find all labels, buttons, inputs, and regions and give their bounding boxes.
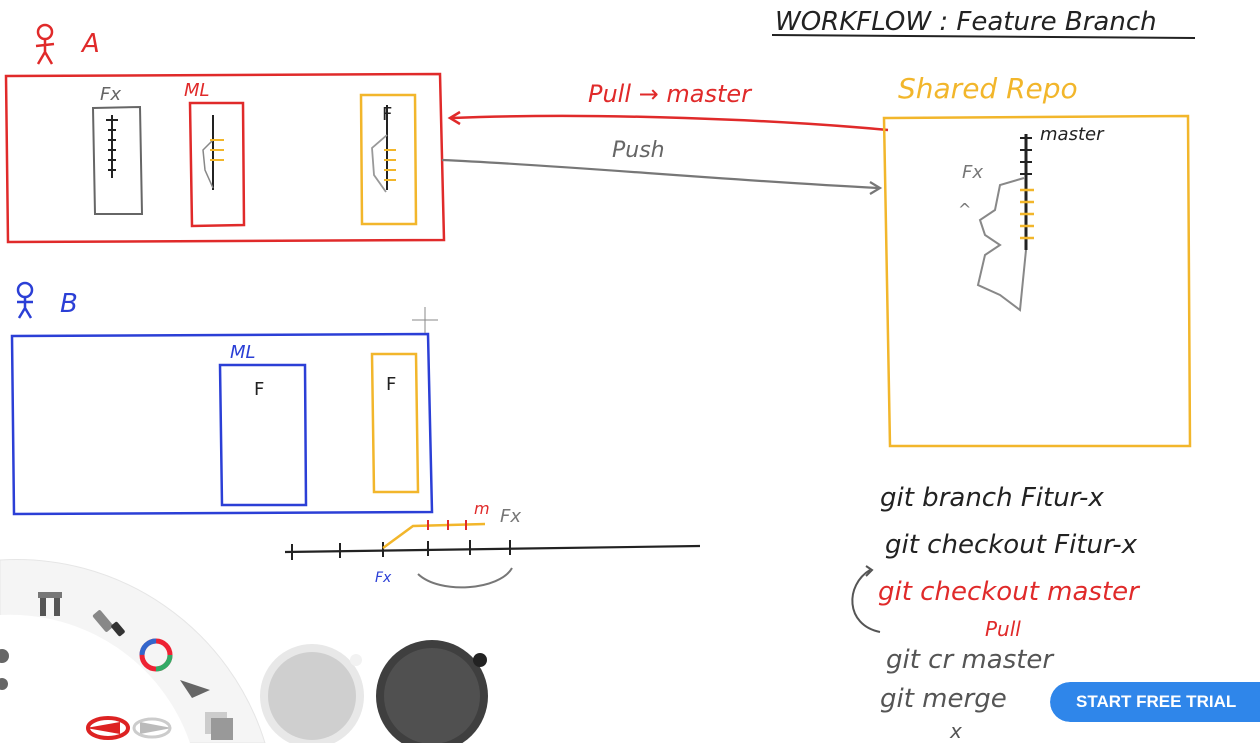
timeline-m-label: m xyxy=(474,499,490,518)
timeline-feature-ticks xyxy=(427,520,467,530)
ml-repo-box-b xyxy=(218,363,308,507)
user-b-workspace xyxy=(10,332,434,516)
ml-repo-box-a xyxy=(188,101,246,228)
command-6: git merge xyxy=(880,684,1007,714)
undo-icon[interactable] xyxy=(86,716,130,740)
command-bracket xyxy=(851,569,881,633)
feature-repo-box-a xyxy=(359,93,418,226)
timeline-feature-branch xyxy=(382,522,486,550)
shared-repo-box xyxy=(882,114,1192,448)
fx-repo-box-a xyxy=(91,105,144,215)
push-arrow xyxy=(441,158,879,190)
timeline-curved-arrow xyxy=(417,567,513,589)
command-2: git checkout Fitur-x xyxy=(885,530,1138,560)
timeline-main xyxy=(284,544,701,554)
fx-label-a: Fx xyxy=(100,84,121,105)
ml-commit-line-a xyxy=(202,115,224,190)
left-edge-tool-icon[interactable] xyxy=(0,649,9,690)
start-free-trial-button[interactable]: START FREE TRIAL xyxy=(1050,682,1260,722)
radial-toolbar xyxy=(0,558,488,743)
crosshair-cursor-icon xyxy=(412,307,438,333)
ml-label-b: ML xyxy=(230,342,256,363)
fx-branch-shared xyxy=(976,177,1027,312)
redo-icon[interactable] xyxy=(132,717,172,739)
push-label: Push xyxy=(612,138,665,163)
cta-container: START FREE TRIAL xyxy=(1050,682,1260,722)
git-commands: git branch Fitur-x git checkout Fitur-x … xyxy=(851,483,1141,743)
push-arrow-head xyxy=(869,181,883,195)
user-a-icon xyxy=(35,23,55,65)
fx-commit-line-a xyxy=(106,115,118,178)
timeline-ticks xyxy=(291,540,511,560)
feature-marker-b1: F xyxy=(254,379,264,400)
user-b-icon xyxy=(16,281,34,319)
pull-arrow xyxy=(451,114,889,132)
timeline-fx-label-bottom: Fx xyxy=(375,570,392,586)
feature-repo-box-b xyxy=(370,352,420,494)
command-7: x xyxy=(949,719,962,743)
user-a-label: A xyxy=(80,29,100,59)
command-bracket-head xyxy=(865,565,874,577)
caret-mark: ^ xyxy=(958,200,971,219)
feature-ticks-shared xyxy=(1020,188,1034,240)
swatch-light-button[interactable] xyxy=(260,644,364,743)
shared-repo-title: Shared Repo xyxy=(898,72,1078,105)
master-ticks xyxy=(1020,137,1032,175)
timeline-fx-label-top: Fx xyxy=(500,506,521,527)
select-tool-icon[interactable] xyxy=(180,680,210,698)
swatch-dark-button[interactable] xyxy=(376,640,488,743)
title-underline xyxy=(771,34,1196,39)
command-4: Pull xyxy=(985,617,1021,641)
command-1: git branch Fitur-x xyxy=(880,483,1104,513)
user-b-label: B xyxy=(60,289,78,319)
feature-marker-b2: F xyxy=(386,374,396,395)
layers-icon[interactable] xyxy=(205,712,233,740)
workflow-title: WORKFLOW : Feature Branch xyxy=(775,7,1157,37)
brush-tool-icon[interactable] xyxy=(92,609,125,637)
settings-tool-icon[interactable] xyxy=(38,592,62,616)
pull-arrow-head xyxy=(447,110,461,126)
command-3: git checkout master xyxy=(878,577,1141,607)
command-5: git cr master xyxy=(886,645,1055,675)
toolbar-inner xyxy=(0,614,190,743)
ml-label-a: ML xyxy=(184,80,210,101)
feature-commit-line-a xyxy=(371,105,396,193)
master-label: master xyxy=(1040,124,1105,145)
user-a-workspace xyxy=(4,72,446,244)
fx-label-shared: Fx xyxy=(962,162,983,183)
color-wheel-icon[interactable] xyxy=(139,638,173,672)
pull-label: Pull → master xyxy=(588,80,753,108)
